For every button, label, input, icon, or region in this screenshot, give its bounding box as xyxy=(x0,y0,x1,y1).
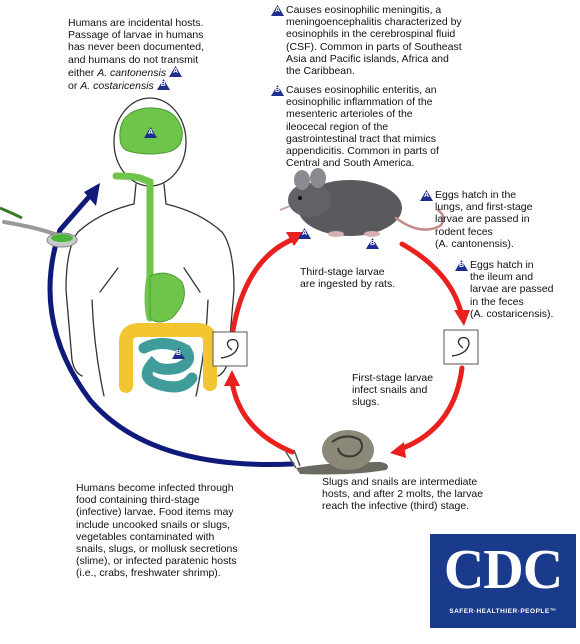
note-species: (A. cantonensis). xyxy=(435,237,514,250)
note-line: food containing third-stage xyxy=(76,494,200,507)
note-line: hosts, and after 2 molts, the larvae xyxy=(322,488,484,501)
arrowhead-to-rat xyxy=(286,232,304,246)
note-line: meningoencephalitis characterized by xyxy=(286,16,462,29)
cdc-logo-background xyxy=(430,534,576,628)
note-line: snails, slugs, or mollusk secretions xyxy=(76,543,238,556)
note-line: the Caribbean. xyxy=(286,65,355,78)
arrowhead-to-snail xyxy=(390,442,406,458)
note-enteritis: B Causes eosinophilic enteritis, an eosi… xyxy=(271,84,531,169)
cdc-logo: CDC SAFER·HEALTHIER·PEOPLE™ xyxy=(430,534,576,628)
arrow-snail-to-rat xyxy=(229,235,299,339)
note-line: lungs, and first-stage xyxy=(435,201,533,214)
note-line: infect snails and xyxy=(352,384,428,397)
spoon-with-food xyxy=(0,206,78,248)
note-line: (infective) larvae. Food items may xyxy=(76,506,234,519)
note-first-stage-snails: First-stage larvae infect snails and slu… xyxy=(352,372,462,409)
arrow-snail-up xyxy=(229,379,295,455)
note-line: larvae are passed xyxy=(470,283,554,296)
note-line: include uncooked snails or slugs, xyxy=(76,518,231,531)
marker-enteritis: B xyxy=(271,85,284,96)
note-humans-infected: Humans become infected through food cont… xyxy=(76,482,296,580)
note-line: Passage of larvae in humans xyxy=(68,29,204,42)
note-line: Eggs hatch in the xyxy=(435,189,517,201)
marker-eggs-ileum: B xyxy=(455,260,468,271)
note-line: vegetables contaminated with xyxy=(76,530,215,543)
note-line: Asia and Pacific islands, Africa and xyxy=(286,52,449,65)
species-a-name: A. cantonensis xyxy=(97,66,167,79)
note-line: are ingested by rats. xyxy=(300,278,396,291)
note-line: Humans become infected through xyxy=(76,482,234,494)
snail xyxy=(285,430,388,475)
note-eggs-lungs: A Eggs hatch in the lungs, and first-sta… xyxy=(420,189,570,250)
note-intermediate-hosts: Slugs and snails are intermediate hosts,… xyxy=(322,476,552,513)
note-line: (CSF). Common in parts of Southeast xyxy=(286,40,462,53)
arrowhead-to-feces xyxy=(454,310,470,326)
note-line: rodent feces xyxy=(435,225,493,238)
human-infection-arrow xyxy=(47,195,295,467)
note-line: (i.e., crabs, freshwater shrimp). xyxy=(76,567,221,580)
note-line: mesenteric arterioles of the xyxy=(286,108,413,121)
marker-species-b: B xyxy=(156,79,170,91)
rat xyxy=(279,168,445,237)
note-line: in the feces xyxy=(470,295,524,308)
cdc-logo-text: CDC xyxy=(443,539,563,601)
marker-eggs-lungs: A xyxy=(420,190,433,201)
note-line: or A. costaricensis B xyxy=(68,79,268,92)
human-infection-arrowhead xyxy=(84,183,100,206)
note-line: appendicitis. Common in parts of xyxy=(286,145,439,158)
note-meningitis: A Causes eosinophilic meningitis, a meni… xyxy=(271,4,531,77)
larva-box-right xyxy=(443,329,479,365)
note-line: Causes eosinophilic meningitis, a xyxy=(286,4,442,16)
note-line: gastrointestinal tract that mimics xyxy=(286,132,436,145)
note-line: and humans do not transmit xyxy=(68,53,199,66)
marker-rat-b: B xyxy=(366,238,379,249)
marker-species-a: A xyxy=(169,65,182,77)
arrow-rat-to-feces xyxy=(399,241,465,319)
note-line: Third-stage larvae xyxy=(300,266,385,278)
human-left-shoulder xyxy=(65,183,137,377)
note-line: the ileum and xyxy=(470,271,534,284)
arrow-larvae-to-snail xyxy=(395,365,465,453)
marker-brain: A xyxy=(144,127,157,138)
larva-box-left xyxy=(212,331,248,367)
note-third-stage-rats: Third-stage larvae are ingested by rats. xyxy=(300,266,440,290)
marker-intestine: B xyxy=(172,348,185,359)
human-left-torso xyxy=(91,299,105,397)
note-line: ileocecal region of the xyxy=(286,120,389,133)
human-chest-lines xyxy=(99,267,201,293)
note-line: reach the infective (third) stage. xyxy=(322,500,470,513)
note-line: Causes eosinophilic enteritis, an xyxy=(286,84,437,96)
stomach xyxy=(149,272,185,323)
arrowhead-to-larva xyxy=(224,370,240,386)
cdc-logo-tagline: SAFER·HEALTHIER·PEOPLE™ xyxy=(449,608,557,615)
note-line: has never been documented, xyxy=(68,41,205,54)
note-eggs-ileum: B Eggs hatch in the ileum and larvae are… xyxy=(455,259,577,320)
note-line: Humans are incidental hosts. xyxy=(68,17,204,29)
note-line: eosinophilic inflammation of the xyxy=(286,96,433,109)
small-intestine xyxy=(138,338,198,393)
species-b-name: A. costaricensis xyxy=(80,80,154,93)
colon xyxy=(119,323,217,393)
note-line: larvae are passed in xyxy=(435,213,530,226)
esophagus xyxy=(112,172,154,322)
human-right-shoulder xyxy=(163,183,235,377)
marker-meningitis: A xyxy=(271,5,284,16)
note-line: Central and South America. xyxy=(286,157,415,170)
marker-rat-a: A xyxy=(298,228,311,239)
note-line: eosinophils in the cerebrospinal fluid xyxy=(286,28,456,41)
note-line: (slime), or infected paratenic hosts xyxy=(76,555,237,568)
note-humans-incidental: Humans are incidental hosts. Passage of … xyxy=(68,17,268,92)
note-line: either A. cantonensis A xyxy=(68,65,268,79)
note-line: slugs. xyxy=(352,396,380,409)
note-line: Slugs and snails are intermediate xyxy=(322,476,478,488)
note-line: Eggs hatch in xyxy=(470,259,534,271)
note-species: (A. costaricensis). xyxy=(470,307,554,320)
note-line: First-stage larvae xyxy=(352,372,434,384)
